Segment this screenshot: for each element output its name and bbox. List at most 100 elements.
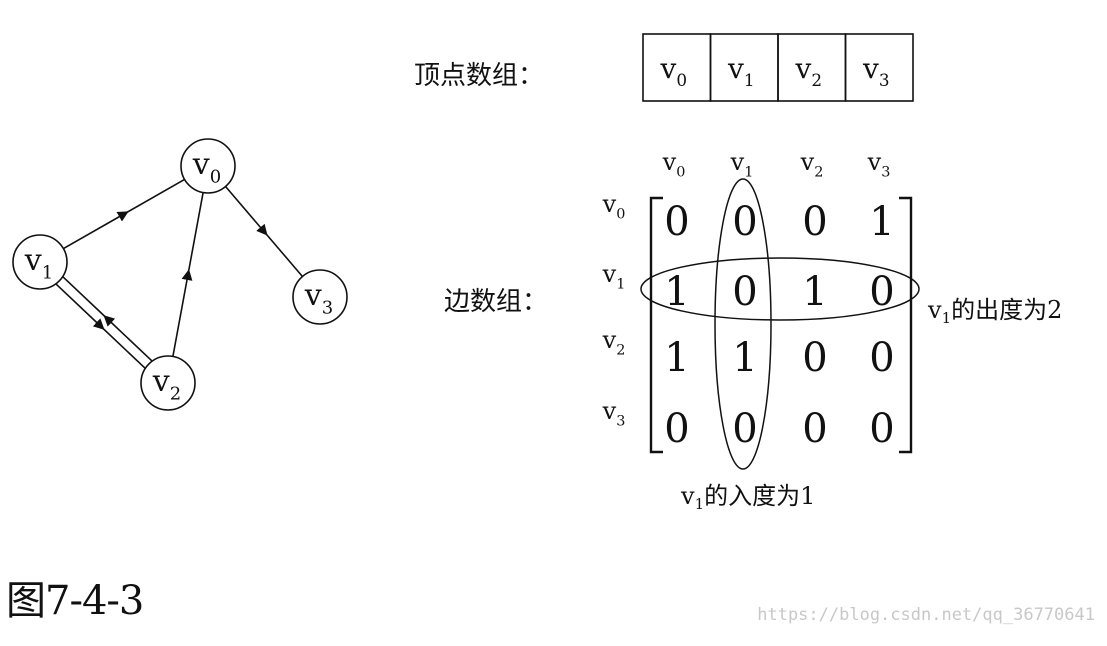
in-degree-annotation-base: v xyxy=(680,482,695,510)
edge-v1-v2 xyxy=(55,283,146,369)
matrix-cell-3-3: 0 xyxy=(869,406,894,452)
node-label-v2-sub: 2 xyxy=(170,383,181,404)
edge-array-label: 边数组： xyxy=(444,287,548,317)
matrix-cell-0-0: 0 xyxy=(664,199,689,245)
out-degree-annotation-base: v xyxy=(927,296,942,324)
out-degree-annotation: v1的出度为2 xyxy=(927,296,1062,327)
matrix-row-header-1-sub: 1 xyxy=(616,277,625,293)
graph-node-v2: v2 xyxy=(140,355,196,411)
vertex-array-cell-label-0-sub: 0 xyxy=(676,70,687,90)
graph-node-v3: v3 xyxy=(292,269,348,325)
vertex-array-cell-label-1: v1 xyxy=(727,52,755,90)
matrix-row-header-3-sub: 3 xyxy=(616,414,625,430)
matrix-cell-2-1: 1 xyxy=(732,335,757,381)
matrix-row-header-0-sub: 0 xyxy=(616,207,625,223)
node-label-v0-base: v xyxy=(192,147,210,182)
matrix-cell-2-3: 0 xyxy=(869,335,894,381)
figure-caption: 图7-4-3 xyxy=(6,578,144,624)
node-circle-v3 xyxy=(292,269,348,325)
vertex-array-cell-label-1-base: v xyxy=(727,52,744,85)
node-label-v1-base: v xyxy=(24,243,42,278)
vertex-array-cell-0 xyxy=(642,33,712,102)
node-label-v2: v2 xyxy=(152,364,181,404)
node-circle-v1 xyxy=(12,234,68,290)
watermark-url: https://blog.csdn.net/qq_36770641 xyxy=(757,605,1095,625)
matrix-cell-1-1: 0 xyxy=(732,269,757,315)
vertex-array-cell-label-3: v3 xyxy=(862,52,890,90)
matrix-row-header-2: v2 xyxy=(602,326,626,359)
matrix-cell-0-3: 1 xyxy=(869,199,894,245)
matrix-col-header-2: v2 xyxy=(800,148,824,181)
node-label-v0-sub: 0 xyxy=(210,166,221,187)
matrix-cell-0-2: 0 xyxy=(802,199,827,245)
matrix-row-header-1-base: v xyxy=(602,260,617,288)
matrix-col-header-2-base: v xyxy=(800,148,815,176)
vertex-array-label: 顶点数组： xyxy=(414,61,544,91)
matrix-cell-2-2: 0 xyxy=(802,335,827,381)
node-circle-v2 xyxy=(140,355,196,411)
vertex-array-cell-label-1-sub: 1 xyxy=(744,70,755,90)
vertex-array-cell-label-2-base: v xyxy=(794,52,811,85)
matrix-right-bracket xyxy=(899,196,913,454)
node-label-v3: v3 xyxy=(304,278,333,318)
vertex-array-cell-2 xyxy=(777,33,847,102)
matrix-cell-3-1: 0 xyxy=(732,406,757,452)
vertex-array-cell-label-0: v0 xyxy=(659,52,687,90)
vertex-array-cell-label-3-sub: 3 xyxy=(879,70,890,90)
matrix-col-header-0-sub: 0 xyxy=(676,165,685,181)
node-label-v3-base: v xyxy=(304,278,322,313)
in-degree-annotation: v1的入度为1 xyxy=(680,482,815,513)
matrix-cell-3-0: 0 xyxy=(664,406,689,452)
matrix-cell-2-0: 1 xyxy=(664,335,689,381)
matrix-col-header-0: v0 xyxy=(662,148,686,181)
matrix-row-header-3: v3 xyxy=(602,397,626,430)
row-v1-highlight-ellipse xyxy=(640,257,920,321)
matrix-col-header-3: v3 xyxy=(867,148,891,181)
matrix-row-header-0-base: v xyxy=(602,190,617,218)
matrix-row-header-2-sub: 2 xyxy=(616,343,625,359)
matrix-row-header-1: v1 xyxy=(602,260,626,293)
node-circle-v0 xyxy=(180,138,236,194)
matrix-left-bracket xyxy=(649,196,663,454)
node-label-v1: v1 xyxy=(24,243,53,283)
matrix-col-header-3-sub: 3 xyxy=(881,165,890,181)
vertex-array-cell-label-2: v2 xyxy=(794,52,822,90)
node-label-v1-sub: 1 xyxy=(42,262,53,283)
edge-v0-v3 xyxy=(224,186,304,277)
matrix-row-header-3-base: v xyxy=(602,397,617,425)
matrix-col-header-3-base: v xyxy=(867,148,882,176)
edge-v1-v0 xyxy=(63,178,185,250)
matrix-col-header-2-sub: 2 xyxy=(814,165,823,181)
matrix-col-header-1-sub: 1 xyxy=(744,165,753,181)
vertex-array-cell-label-2-sub: 2 xyxy=(811,70,822,90)
node-label-v0: v0 xyxy=(192,147,221,187)
matrix-col-header-1: v1 xyxy=(730,148,754,181)
matrix-cell-3-2: 0 xyxy=(802,406,827,452)
vertex-array-cell-label-0-base: v xyxy=(659,52,676,85)
matrix-cell-0-1: 0 xyxy=(732,199,757,245)
out-degree-annotation-text: 的出度为2 xyxy=(951,296,1062,324)
graph-node-v1: v1 xyxy=(12,234,68,290)
graph-node-v0: v0 xyxy=(180,138,236,194)
node-label-v2-base: v xyxy=(152,364,170,399)
matrix-col-header-0-base: v xyxy=(662,148,677,176)
matrix-row-header-0: v0 xyxy=(602,190,626,223)
vertex-array-cell-1 xyxy=(709,33,779,102)
column-v1-highlight-ellipse xyxy=(714,178,772,470)
out-degree-annotation-sub: 1 xyxy=(942,309,952,327)
in-degree-annotation-text: 的入度为1 xyxy=(704,482,815,510)
matrix-col-header-1-base: v xyxy=(730,148,745,176)
vertex-array-cell-label-3-base: v xyxy=(862,52,879,85)
in-degree-annotation-sub: 1 xyxy=(695,495,705,513)
matrix-row-header-2-base: v xyxy=(602,326,617,354)
graph-edges xyxy=(55,178,304,369)
edge-v2-v1 xyxy=(62,276,153,362)
edge-v2-v0 xyxy=(172,192,204,357)
matrix-cell-1-2: 1 xyxy=(802,269,827,315)
